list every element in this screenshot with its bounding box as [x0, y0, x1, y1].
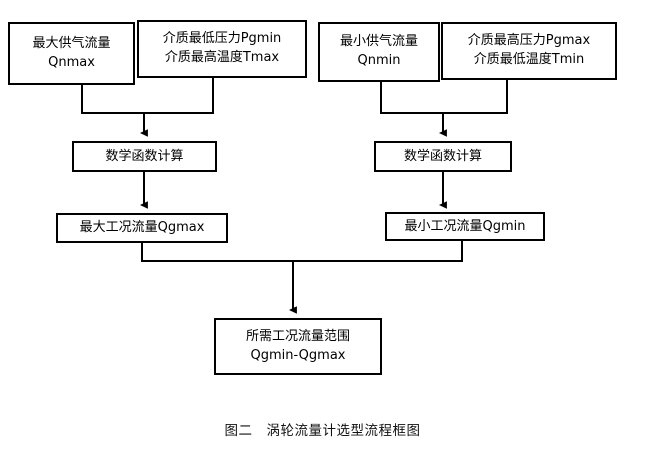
node-min-working-flow[interactable]: 最小工况流量Qgmin: [385, 212, 545, 241]
node-required-flow-range-line1: 所需工况流量范围: [245, 328, 350, 344]
edge-medium-max-to-math-right: [443, 80, 508, 114]
edge-min-supply-to-math-right: [380, 82, 443, 114]
edge-max-working-to-range: [141, 243, 293, 262]
node-medium-max-pressure-min-temp-line2: 介质最低温度Tmin: [473, 52, 585, 67]
node-min-supply-flow-line2: Qnmin: [357, 53, 401, 68]
node-max-working-flow[interactable]: 最大工况流量Qgmax: [56, 213, 228, 243]
node-required-flow-range[interactable]: 所需工况流量范围 Qgmin-Qgmax: [214, 318, 382, 375]
node-min-supply-flow-line1: 最小供气流量: [339, 34, 418, 50]
node-math-function-calc-left[interactable]: 数学函数计算: [72, 141, 217, 172]
node-min-working-flow-label: 最小工况流量Qgmin: [404, 218, 526, 234]
figure-caption: 图二 涡轮流量计选型流程框图: [224, 423, 421, 439]
node-math-function-calc-right-label: 数学函数计算: [403, 148, 482, 164]
node-medium-min-pressure-max-temp[interactable]: 介质最低压力Pgmin 介质最高温度Tmax: [137, 20, 307, 78]
edge-min-working-to-range: [293, 241, 463, 262]
node-max-working-flow-label: 最大工况流量Qgmax: [79, 220, 205, 236]
edge-medium-min-to-math-left: [144, 78, 214, 114]
node-min-supply-flow[interactable]: 最小供气流量 Qnmin: [318, 22, 440, 82]
node-medium-min-pressure-max-temp-line1: 介质最低压力Pgmin: [162, 31, 282, 47]
node-medium-max-pressure-min-temp-line1: 介质最高压力Pgmax: [467, 33, 591, 49]
node-medium-min-pressure-max-temp-line2: 介质最高温度Tmax: [164, 50, 280, 65]
node-required-flow-range-line2: Qgmin-Qgmax: [250, 347, 346, 363]
node-max-supply-flow-line1: 最大供气流量: [32, 35, 111, 51]
node-math-function-calc-right[interactable]: 数学函数计算: [374, 141, 512, 172]
edge-max-supply-to-math-left: [81, 85, 144, 114]
node-math-function-calc-left-label: 数学函数计算: [105, 148, 184, 164]
node-max-supply-flow[interactable]: 最大供气流量 Qnmax: [8, 22, 135, 85]
node-max-supply-flow-line2: Qnmax: [48, 54, 95, 70]
node-medium-max-pressure-min-temp[interactable]: 介质最高压力Pgmax 介质最低温度Tmin: [441, 22, 617, 80]
